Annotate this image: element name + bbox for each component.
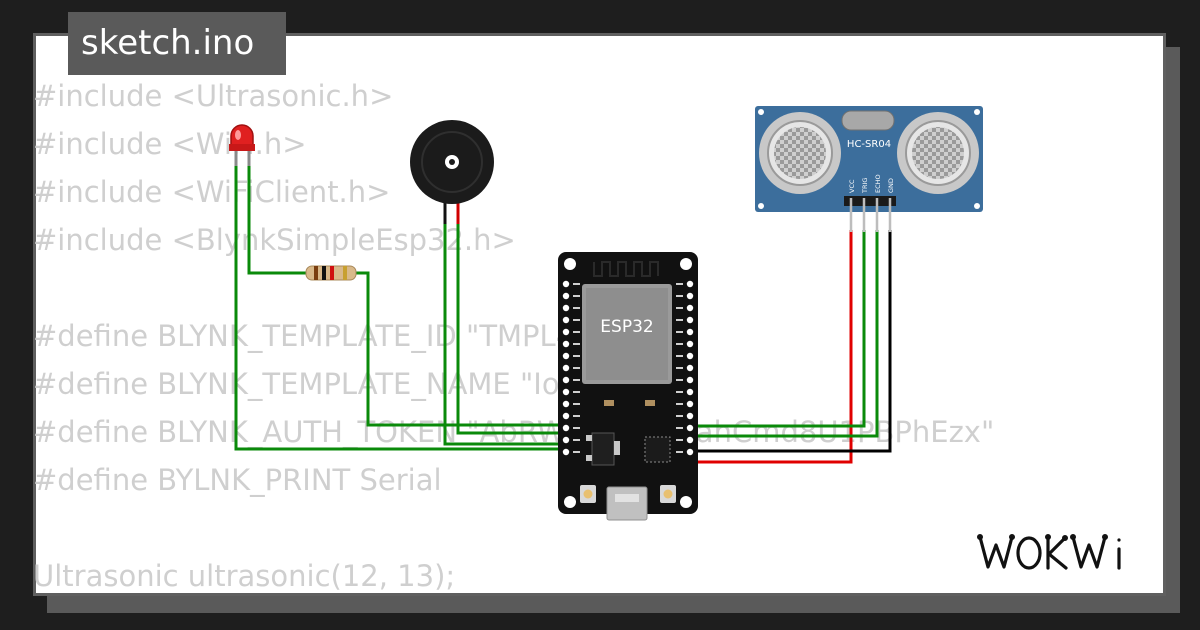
wire-echo <box>692 230 879 438</box>
sensor-model-label: HC-SR04 <box>847 139 891 150</box>
wire-buzzer-positive <box>456 222 560 435</box>
code-line[interactable]: #define BYLNK_PRINT Serial <box>33 463 442 497</box>
wire-gnd <box>692 230 892 453</box>
pin-label-vcc: VCC <box>848 179 856 193</box>
esp32-label: ESP32 <box>600 317 653 337</box>
file-tab[interactable]: sketch.ino <box>68 12 286 75</box>
pin-label-echo: ECHO <box>874 174 882 193</box>
wire-trig <box>692 230 866 428</box>
code-line[interactable]: Ultrasonic ultrasonic(12, 13); <box>33 559 456 593</box>
resistor[interactable] <box>305 265 357 281</box>
wire-buzzer-negative <box>443 222 560 446</box>
code-line[interactable]: #include <WiFiClient.h> <box>33 175 391 209</box>
esp32-board[interactable]: ESP32 <box>558 252 698 521</box>
red-led[interactable] <box>229 124 255 166</box>
buzzer[interactable] <box>410 120 494 224</box>
wire-vcc <box>692 230 853 464</box>
wire-led-cathode <box>234 164 560 451</box>
ultrasonic-sensor[interactable]: HC-SR04 VCC TRIG ECHO GND <box>755 106 983 232</box>
wire-group <box>234 164 892 464</box>
pin-label-gnd: GND <box>887 178 895 193</box>
code-line[interactable]: #include <Ultrasonic.h> <box>33 79 394 113</box>
wokwi-logo <box>977 534 1121 570</box>
pin-label-trig: TRIG <box>861 178 869 194</box>
wire-resistor-esp <box>356 271 560 427</box>
wire-led-anode <box>247 164 306 275</box>
code-line[interactable]: #define BLYNK_TEMPLATE_NAME "IoT" <box>33 367 591 401</box>
